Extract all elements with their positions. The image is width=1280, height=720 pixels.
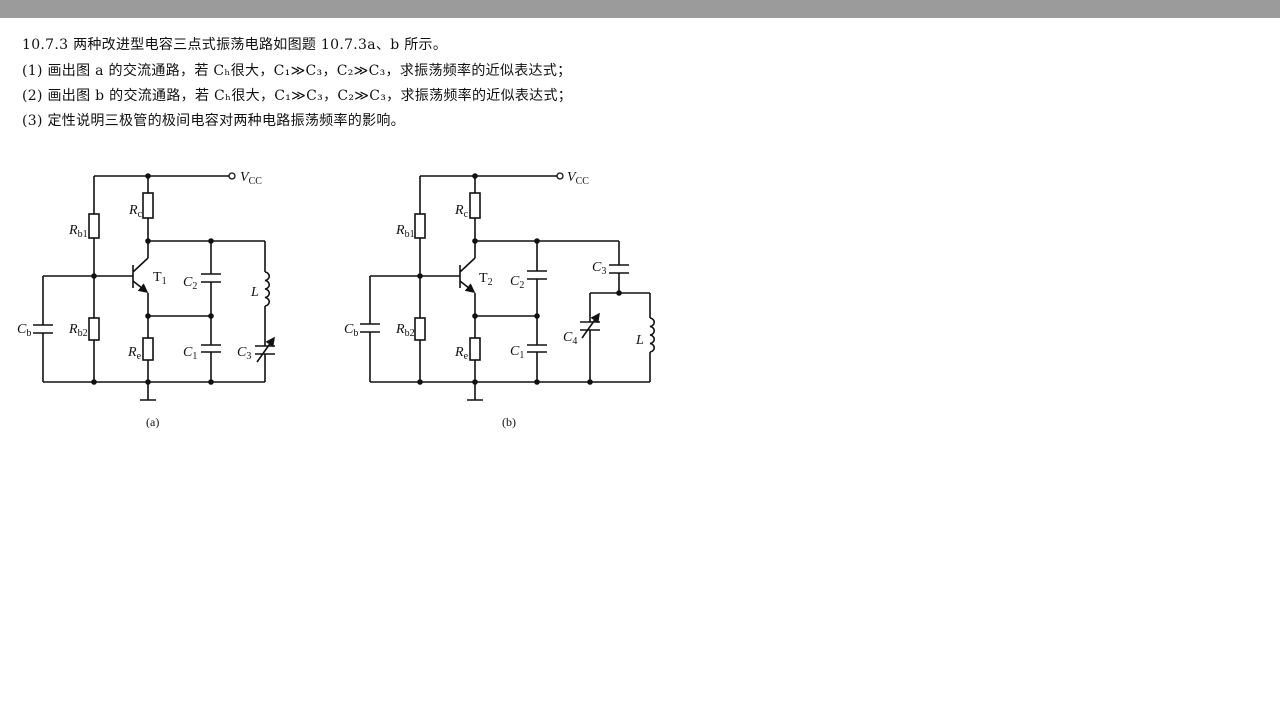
c4-label: C4	[563, 330, 577, 347]
cb-label: Cb	[17, 322, 31, 339]
inductor-label: L	[250, 285, 259, 300]
circuit-b: VCC Rc Rb1 Rb2 Re Cb C2 C1 C3 C4 L T2 (b…	[344, 170, 656, 429]
c2-label: C2	[183, 275, 197, 292]
rc-label: Rc	[454, 203, 469, 220]
c3-label: C3	[592, 260, 606, 277]
rb1-label: Rb1	[395, 223, 415, 240]
vcc-label: VCC	[240, 170, 262, 187]
rb2-label: Rb2	[68, 322, 88, 339]
re-label: Re	[127, 345, 142, 362]
rb2-label: Rb2	[395, 322, 415, 339]
problem-part-3: (3) 定性说明三极管的极间电容对两种电路振荡频率的影响。	[22, 113, 405, 129]
circuit-a: VCC Rc Rb1 Rb2 Re Cb C2 C1 C3 L T1 (a)	[17, 170, 275, 429]
rb1-label: Rb1	[68, 223, 88, 240]
transistor-label: T2	[479, 271, 493, 288]
rc-label: Rc	[128, 203, 143, 220]
c1-label: C1	[183, 345, 197, 362]
top-bar	[0, 0, 1280, 18]
re-label: Re	[454, 345, 469, 362]
problem-title: 10.7.3 两种改进型电容三点式振荡电路如图题 10.7.3a、b 所示。	[22, 37, 448, 53]
caption-a: (a)	[146, 415, 159, 429]
c1-label: C1	[510, 344, 524, 361]
transistor-label: T1	[153, 270, 167, 287]
vcc-label: VCC	[567, 170, 589, 187]
caption-b: (b)	[502, 415, 516, 429]
c3-label: C3	[237, 345, 251, 362]
c2-label: C2	[510, 274, 524, 291]
inductor-label: L	[635, 333, 644, 348]
problem-part-1: (1) 画出图 a 的交流通路，若 Cₕ很大，C₁≫C₃，C₂≫C₃，求振荡频率…	[22, 63, 572, 79]
cb-label: Cb	[344, 322, 358, 339]
problem-part-2: (2) 画出图 b 的交流通路，若 Cₕ很大，C₁≫C₃，C₂≫C₃，求振荡频率…	[22, 88, 573, 104]
